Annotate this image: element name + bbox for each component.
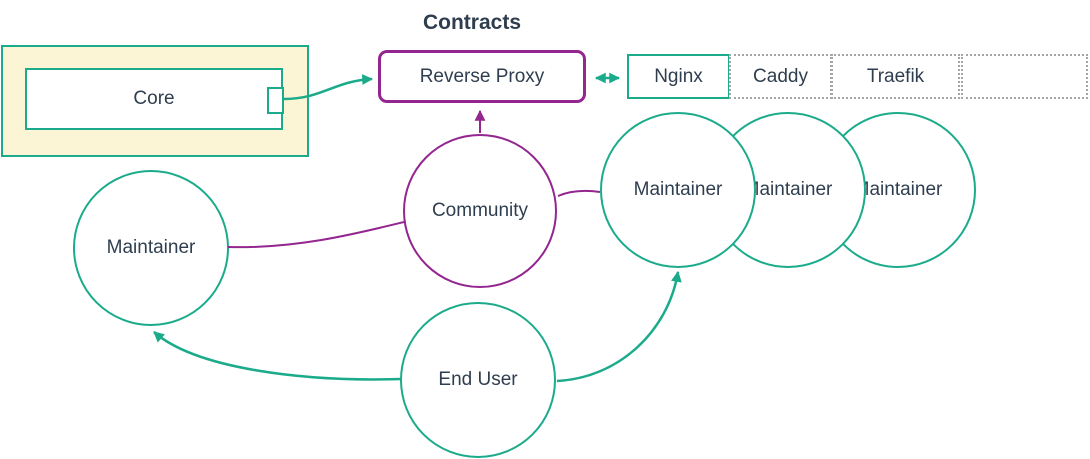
edge-community-to-maintainer-right [557, 189, 601, 197]
edge-end-user-to-maintainer-left [153, 331, 402, 381]
maintainer-left-circle: Maintainer [73, 170, 229, 326]
maintainer-1-label: Maintainer [633, 179, 723, 200]
community-label: Community [431, 200, 529, 221]
end-user-circle: End User [400, 302, 556, 458]
edge-end-user-to-maintainer-right [556, 270, 682, 383]
community-circle: Community [403, 134, 557, 288]
proxy-cell-empty [961, 54, 1088, 99]
edge-community-to-maintainer-left [227, 221, 405, 249]
diagram-title: Contracts [422, 11, 522, 34]
nginx-label: Nginx [654, 65, 703, 87]
core-label: Core [133, 88, 175, 109]
core-port-connector [267, 87, 284, 114]
reverse-proxy-label: Reverse Proxy [419, 65, 545, 87]
traefik-label: Traefik [866, 65, 925, 87]
reverse-proxy-node: Reverse Proxy [378, 50, 586, 103]
maintainer-2-label: Maintainer [743, 179, 833, 200]
maintainer-left-label: Maintainer [106, 237, 196, 258]
proxy-cell-traefik: Traefik [831, 54, 960, 99]
end-user-label: End User [438, 369, 518, 390]
caddy-label: Caddy [753, 65, 808, 87]
core-node: Core [25, 68, 283, 130]
maintainer-3-label: Maintainer [853, 179, 943, 200]
maintainer-circle-1: Maintainer [600, 112, 756, 268]
proxy-cell-caddy: Caddy [729, 54, 832, 99]
proxy-cell-nginx: Nginx [627, 54, 730, 99]
